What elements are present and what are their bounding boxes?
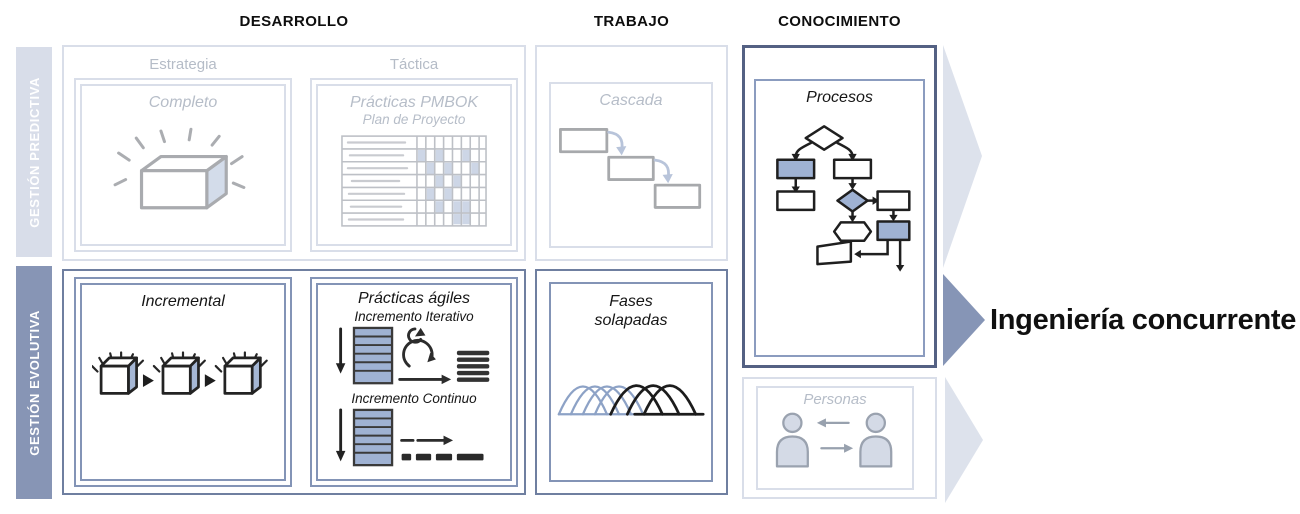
trabajo-evolutiva-section: Fases solapadas xyxy=(535,269,728,495)
tactica-subbox: Prácticas PMBOK Plan de Proyecto xyxy=(310,78,518,252)
complete-box-icon xyxy=(113,127,246,210)
cell-personas: Personas xyxy=(756,386,914,490)
conocimiento-procesos-section: Procesos xyxy=(742,45,937,368)
continuous-increment-icon xyxy=(335,408,484,467)
iterative-increment-icon xyxy=(335,326,490,385)
trabajo-predictiva-section: Cascada xyxy=(535,45,728,261)
cell-cascada: Cascada xyxy=(549,82,713,248)
header-conocimiento: CONOCIMIENTO xyxy=(778,13,901,30)
header-desarrollo: DESARROLLO xyxy=(239,13,349,30)
procesos-title: Procesos xyxy=(806,89,873,106)
cell-completo: Completo xyxy=(80,84,286,246)
desarrollo-predictiva-section: Estrategia Táctica Completo xyxy=(62,45,526,261)
conocimiento-personas-section: Personas xyxy=(742,377,937,499)
cell-agiles: Prácticas ágiles Incremento Iterativo xyxy=(316,283,512,481)
agiles-title: Prácticas ágiles xyxy=(357,290,471,307)
iterativo-label: Incremento Iterativo xyxy=(354,309,474,324)
pmbok-subtitle: Plan de Proyecto xyxy=(362,112,466,127)
personas-title: Personas xyxy=(803,391,867,408)
gestion-evolutiva-label: GESTIÓN EVOLUTIVA xyxy=(26,309,42,456)
tactica-label: Táctica xyxy=(389,56,439,73)
people-collaboration-icon xyxy=(775,412,893,468)
flowchart-icon xyxy=(775,125,911,272)
gestion-predictiva-label: GESTIÓN PREDICTIVA xyxy=(26,76,42,228)
cell-procesos: Procesos xyxy=(754,79,925,357)
waterfall-icon xyxy=(559,128,702,209)
chevron-right-bottom-icon xyxy=(945,377,983,503)
row-label-gestion-evolutiva: GESTIÓN EVOLUTIVA xyxy=(16,266,52,499)
incremental-subbox: Incremental xyxy=(74,277,292,487)
overlapping-phases-icon xyxy=(557,384,705,416)
cascada-title: Cascada xyxy=(599,92,663,109)
agiles-subbox: Prácticas ágiles Incremento Iterativo xyxy=(310,277,518,487)
chevron-right-top-icon xyxy=(943,45,982,268)
desarrollo-evolutiva-section: Incremental xyxy=(62,269,526,495)
estrategia-subbox: Completo xyxy=(74,78,292,252)
incremental-title: Incremental xyxy=(141,293,225,310)
continuo-label: Incremento Continuo xyxy=(351,391,477,406)
gantt-chart-icon xyxy=(341,135,487,227)
chevron-right-middle-icon xyxy=(943,274,985,366)
incremental-boxes-icon xyxy=(92,351,268,395)
cell-incremental: Incremental xyxy=(80,283,286,481)
cell-fases: Fases solapadas xyxy=(549,282,713,482)
row-label-gestion-predictiva: GESTIÓN PREDICTIVA xyxy=(16,47,52,257)
estrategia-label: Estrategia xyxy=(149,56,217,73)
pmbok-title: Prácticas PMBOK xyxy=(349,94,479,111)
result-label: Ingeniería concurrente xyxy=(990,304,1297,336)
fases-title: Fases solapadas xyxy=(594,293,668,329)
cell-pmbok: Prácticas PMBOK Plan de Proyecto xyxy=(316,84,512,246)
completo-title: Completo xyxy=(148,94,218,111)
header-trabajo: TRABAJO xyxy=(593,13,670,30)
